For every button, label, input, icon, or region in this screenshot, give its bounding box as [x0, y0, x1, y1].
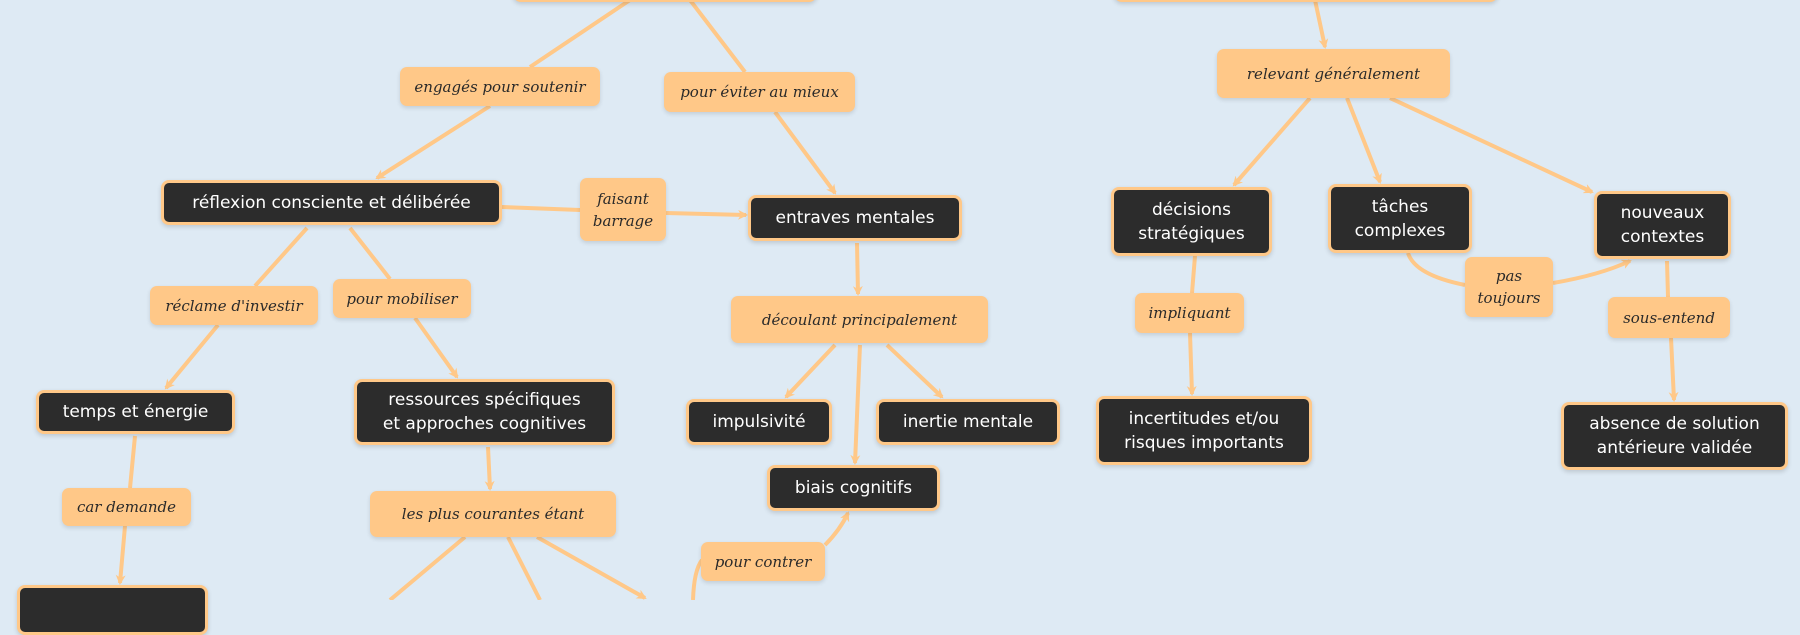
link-label-pas-toujours: pas toujours — [1465, 257, 1553, 317]
connector-lines — [115, 0, 1679, 600]
link-label-contrer: pour contrer — [701, 542, 825, 581]
concept-node-temps[interactable]: temps et énergie — [36, 390, 235, 434]
link-label-engages: engagés pour soutenir — [400, 67, 600, 106]
link-label-reclame: réclame d'investir — [150, 286, 318, 325]
link-label-sous-entend: sous-entend — [1608, 297, 1730, 338]
link-label-relevant: relevant généralement — [1217, 49, 1450, 98]
link-label-impliquant: impliquant — [1135, 293, 1244, 333]
link-label-faisant-barrage: faisant barrage — [580, 178, 666, 241]
concept-node-entraves[interactable]: entraves mentales — [748, 195, 962, 241]
link-label-decoulant: découlant principalement — [731, 296, 988, 343]
concept-node-nouveaux[interactable]: nouveaux contextes — [1594, 191, 1731, 259]
concept-node-ressources[interactable]: ressources spécifiques et approches cogn… — [354, 379, 615, 445]
concept-node-impulsivite[interactable]: impulsivité — [686, 399, 832, 445]
concept-node-top-right[interactable] — [1114, 0, 1498, 2]
concept-node-top-center[interactable] — [513, 0, 817, 2]
link-label-car-demande: car demande — [62, 488, 191, 526]
link-label-courantes: les plus courantes étant — [370, 491, 616, 537]
concept-node-taches[interactable]: tâches complexes — [1328, 184, 1472, 253]
concept-node-absence[interactable]: absence de solution antérieure validée — [1561, 402, 1788, 470]
concept-node-biais[interactable]: biais cognitifs — [767, 465, 940, 511]
link-label-mobiliser: pour mobiliser — [333, 279, 471, 318]
link-label-eviter: pour éviter au mieux — [664, 72, 855, 112]
concept-node-bottom-left[interactable] — [17, 585, 208, 635]
concept-node-inertie[interactable]: inertie mentale — [876, 399, 1060, 445]
concept-node-decisions[interactable]: décisions stratégiques — [1111, 187, 1272, 256]
concept-node-incertitudes[interactable]: incertitudes et/ou risques importants — [1096, 396, 1312, 465]
concept-node-reflexion[interactable]: réflexion consciente et délibérée — [161, 180, 502, 225]
